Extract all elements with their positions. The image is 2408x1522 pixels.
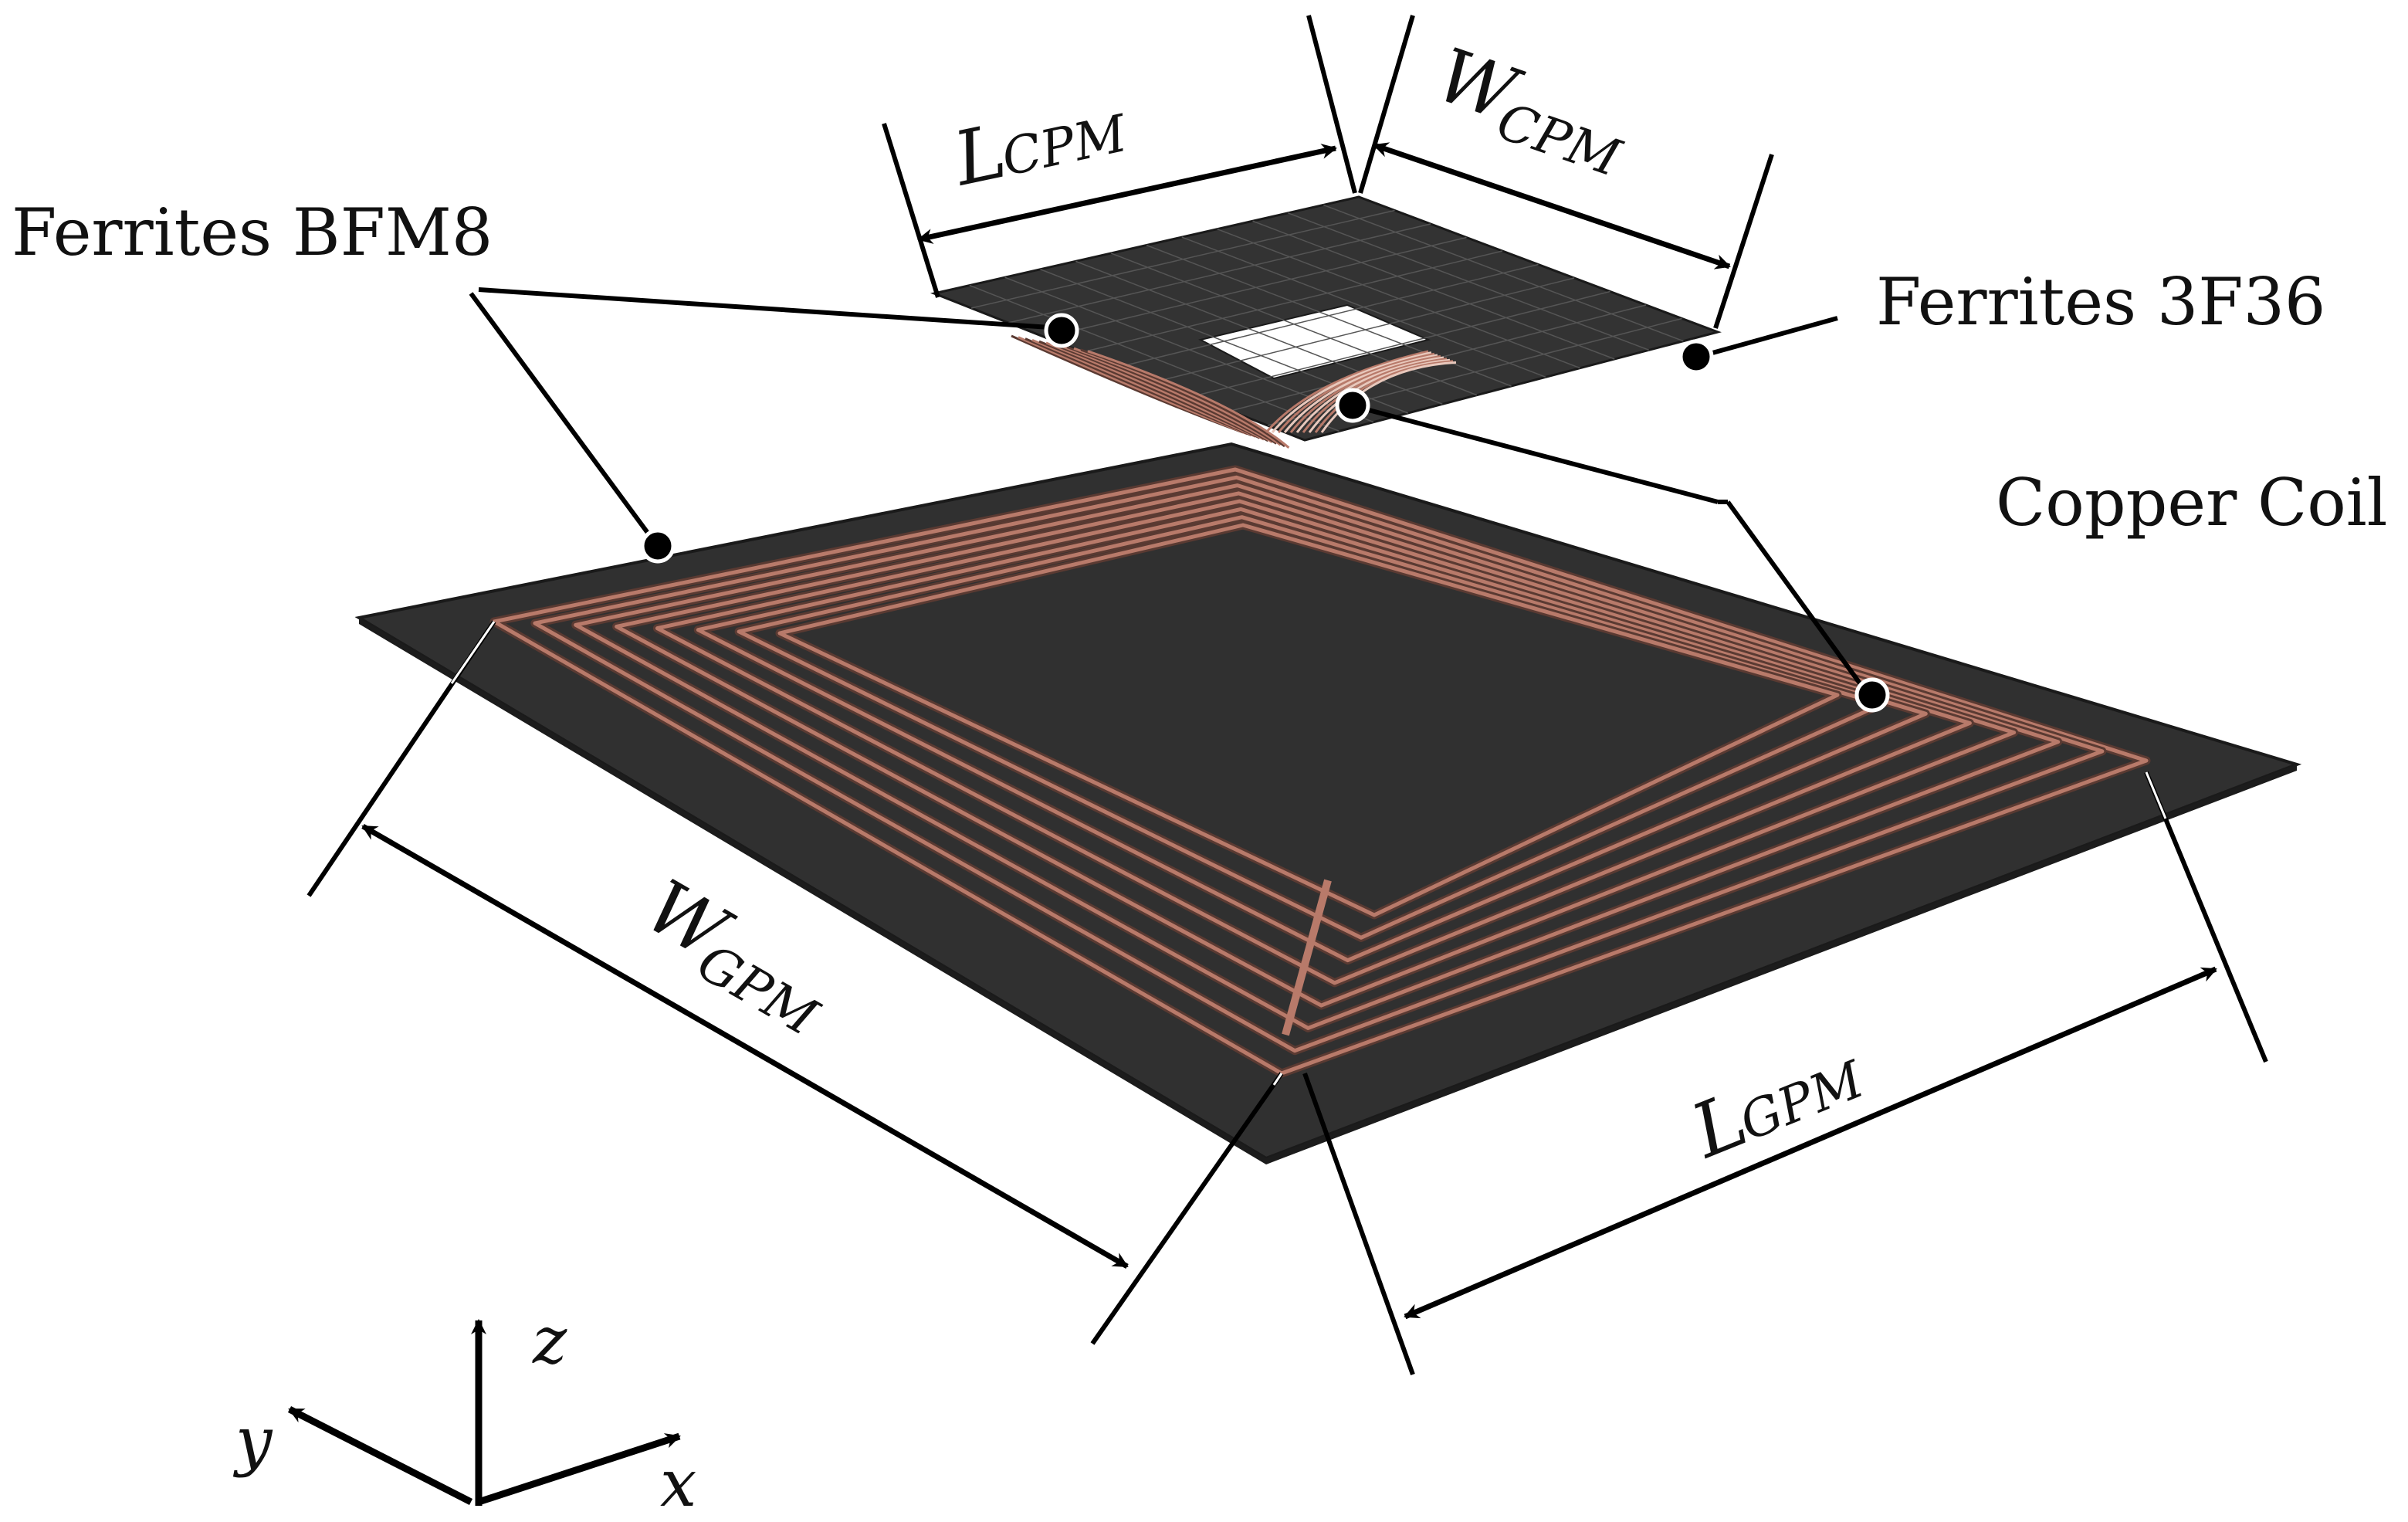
leader-coil-ground [1726,500,1871,697]
dot-3f36 [1678,339,1714,375]
car-coil-strand [1073,347,1282,446]
ext-lcpm-left [882,123,940,298]
car-coil-strand [1271,351,1432,433]
ferrite-grid-line [1008,223,1431,324]
ext-lgpm-right [2144,771,2268,1063]
car-copper-coil [1011,334,1457,449]
ferrite-grid-line [1156,277,1575,382]
car-pad-window [1198,303,1431,380]
ground-coil-turn [696,507,1928,963]
arrow-lcpm [917,144,1337,244]
axis-y-line [287,1405,473,1506]
car-coil-strand [1277,352,1435,433]
leader-lines [469,287,1871,697]
car-coil-strand [1087,350,1290,449]
label-copper-coil: Copper Coil [1996,465,2388,541]
dot-bfm8-car [1044,313,1079,348]
leader-dots [640,313,1890,713]
arrow-wgpm [361,823,1129,1269]
car-coil-strand [1080,348,1285,448]
dim-label-lgpm: L GPM [1679,1049,1873,1175]
label-ferrites-bfm8: Ferrites BFM8 [12,195,493,270]
leader-coil-car [1350,403,1719,504]
leader-bfm8-ground [469,292,659,546]
ferrite-grid-line [1119,263,1539,368]
label-ferrites-3f36: Ferrites 3F36 [1876,264,2325,340]
car-coil-strand [1320,361,1457,433]
car-coil-strand [1038,340,1261,439]
ferrite-grid-line [1193,290,1610,397]
car-coil-strand [1059,344,1273,443]
dim-wcpm-sub: CPM [1490,91,1629,188]
axis-label-z: z [532,1303,567,1378]
ext-center-right [1358,15,1415,194]
car-coil-strand [1283,354,1438,433]
leader-bfm8-car [478,287,1062,331]
dim-label-wcpm: W CPM [1427,32,1629,188]
arrow-wcpm [1373,142,1731,269]
ext-center-left [1306,15,1357,194]
ext-gpm-center-left-white [1272,1073,1283,1086]
arrow-lgpm [1404,966,2217,1320]
dimension-arrows [361,142,2217,1320]
dot-bfm8-ground [640,528,676,564]
car-coil-strand [1052,343,1269,442]
coordinate-axes [287,1319,681,1506]
car-coil-strand [1295,356,1444,433]
ext-gpm-center-right [1302,1072,1415,1376]
car-coil-strand [1302,358,1448,433]
ground-coil-turn [777,523,1840,917]
car-coil-strand [1045,341,1265,441]
dim-lcpm-sub: CPM [997,103,1133,188]
ext-wcpm-right [1713,154,1774,329]
axis-label-y: y [232,1403,273,1479]
ext-lgpm-right-white [2145,771,2167,819]
ground-coil-lead [1282,879,1332,1036]
car-coil-strand [1066,345,1278,445]
extension-lines-white [450,621,2167,1086]
car-coil-strand [1289,354,1441,433]
car-coil-strand [1314,360,1454,433]
leader-3f36 [1698,316,1838,359]
ext-gpm-center-left [1090,1072,1284,1345]
dot-coil-ground [1854,677,1890,713]
axis-label-x: x [660,1446,696,1521]
car-coil-strand [1265,350,1429,433]
ext-wgpm-left-white [450,621,496,684]
dim-wgpm-sub: GPM [688,932,828,1048]
dim-label-lcpm: L CPM [946,103,1133,203]
axis-x-line [477,1432,681,1506]
dim-lgpm-sub: GPM [1732,1049,1873,1153]
car-coil-strand [1308,358,1451,433]
dot-coil-car [1335,388,1370,423]
